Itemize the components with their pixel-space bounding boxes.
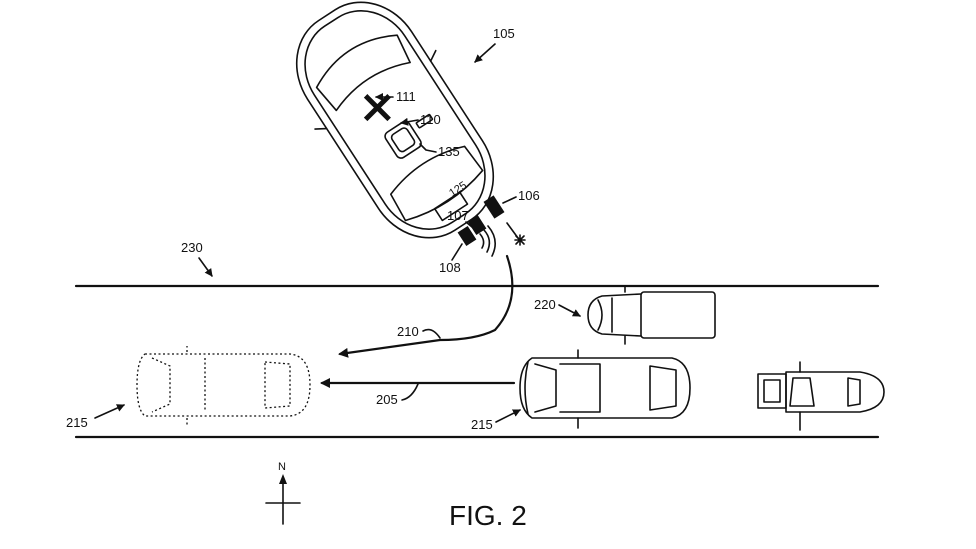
label-215-vehicle: 215 [471,417,493,432]
light-burst-icon [506,222,526,246]
leader-107 [465,221,473,228]
leader-110 [400,117,419,126]
compass-north-icon [265,474,301,525]
path-210-arrow [338,254,514,358]
label-105: 105 [493,26,515,41]
vehicle-right-truck [757,361,885,431]
projected-vehicle-215 [136,346,311,426]
leader-230 [198,257,213,277]
leader-105 [474,43,496,63]
label-215-ghost: 215 [66,415,88,430]
label-110: 110 [420,112,441,127]
leader-220 [558,304,581,317]
label-106: 106 [518,188,540,203]
label-220: 220 [534,297,556,312]
figure-caption: FIG. 2 [449,500,527,531]
license-plate-125 [433,191,469,222]
vehicle-215 [519,349,691,429]
vehicle-105 [295,1,495,239]
signal-waves-icon [479,225,496,257]
label-125: 125 [447,179,469,199]
label-111: 111 [396,89,416,104]
sensor-107 [467,215,487,235]
target-x-111 [363,94,391,122]
label-210: 210 [397,324,419,339]
compass-north-label: N [278,461,286,473]
sensor-106 [483,195,505,219]
label-230: 230 [181,240,203,255]
leader-215-ghost [94,404,125,419]
vehicle-220 [587,285,716,345]
leader-106 [502,196,517,204]
leader-108 [451,243,463,261]
leader-215-vehicle [495,409,521,423]
label-135: 135 [438,144,460,159]
label-107: 107 [447,208,469,223]
label-205: 205 [376,392,398,407]
leader-210 [422,328,441,339]
label-108: 108 [439,260,461,275]
component-135 [415,113,434,129]
driver-seat-110 [384,120,422,159]
leader-205 [401,383,419,401]
sensor-108 [457,226,477,246]
leader-135 [419,143,437,153]
